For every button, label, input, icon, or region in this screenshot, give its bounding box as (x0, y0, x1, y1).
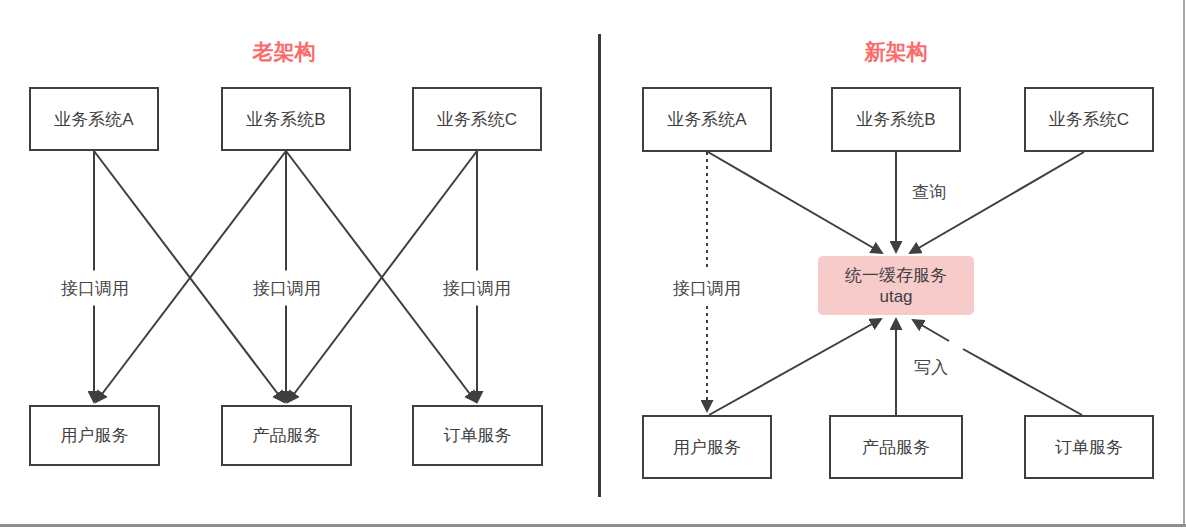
left-node-user-service: 用户服务 (29, 405, 160, 466)
frame-right-edge (1183, 0, 1185, 527)
section-divider (598, 34, 601, 497)
left-node-order-service: 订单服务 (412, 405, 543, 466)
cache-service-name: 统一缓存服务 (845, 265, 947, 286)
right-node-system-b: 业务系统B (831, 87, 961, 152)
left-title: 老架构 (253, 38, 316, 66)
left-node-system-b: 业务系统B (221, 87, 351, 151)
cache-service-subname: utag (879, 286, 912, 307)
left-edge-label-2: 接口调用 (248, 271, 326, 306)
left-node-product-service: 产品服务 (221, 405, 352, 466)
right-node-order-service: 订单服务 (1024, 415, 1154, 479)
right-title: 新架构 (865, 38, 928, 66)
right-node-cache-service: 统一缓存服务 utag (818, 256, 974, 315)
left-node-system-a: 业务系统A (29, 87, 159, 151)
left-node-system-c: 业务系统C (412, 87, 542, 151)
left-edge-label-1: 接口调用 (56, 271, 134, 306)
right-node-system-a: 业务系统A (642, 87, 772, 152)
frame-bottom-edge (0, 524, 1186, 527)
right-edge-label-interface-call: 接口调用 (668, 271, 746, 306)
right-edge-label-write: 写入 (914, 356, 948, 379)
left-edge-label-3: 接口调用 (438, 271, 516, 306)
right-node-user-service: 用户服务 (642, 415, 772, 479)
right-node-product-service: 产品服务 (829, 415, 963, 479)
right-edge-label-query: 查询 (912, 181, 946, 204)
right-node-system-c: 业务系统C (1024, 87, 1154, 152)
